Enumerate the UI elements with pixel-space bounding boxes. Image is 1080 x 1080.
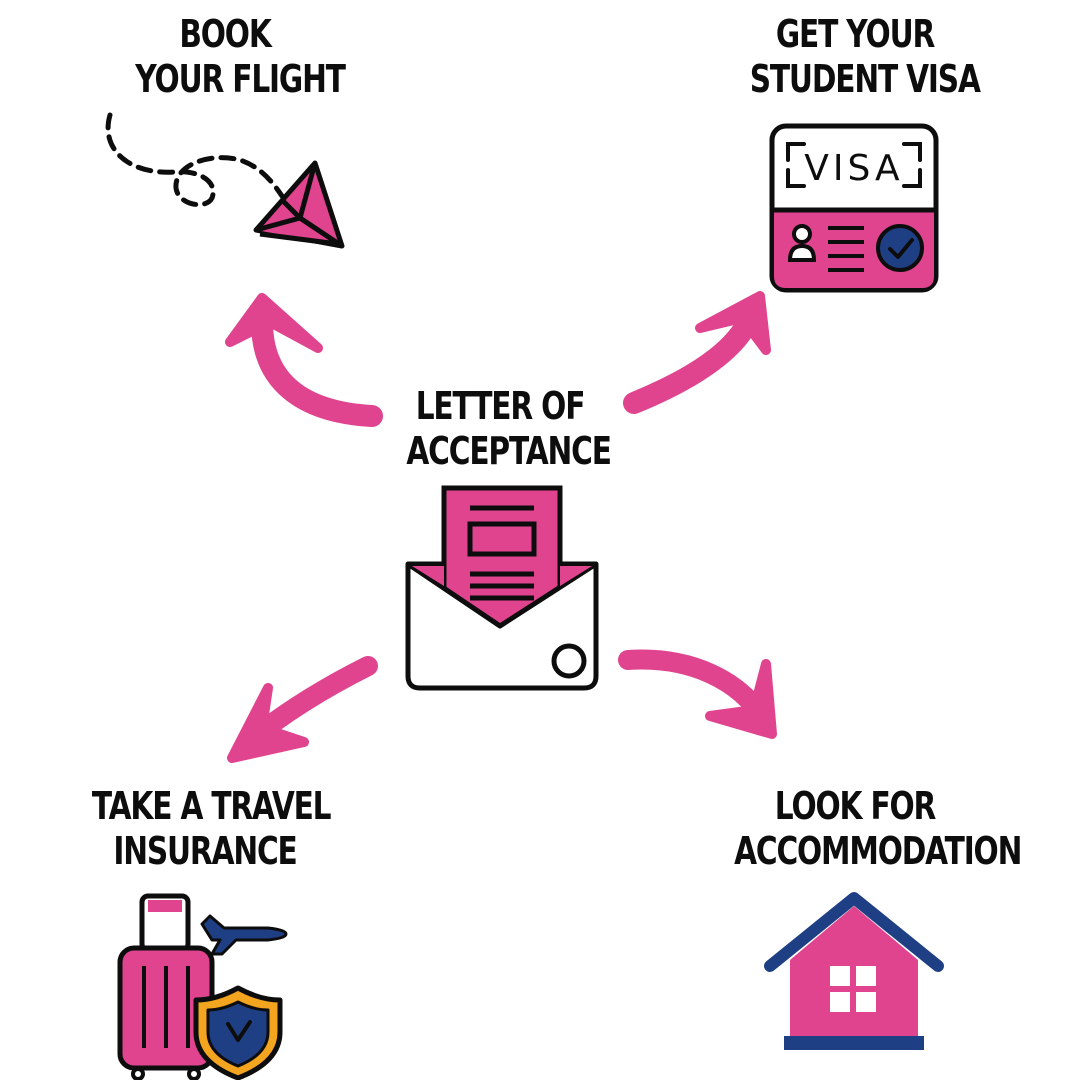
house-icon (764, 892, 944, 1050)
step-label-insurance-line2: INSURANCE (113, 829, 297, 873)
step-label-visa: GET YOUR STUDENT VISA (749, 12, 981, 102)
arrow-to-insurance (227, 656, 378, 763)
envelope-letter-icon (405, 485, 599, 691)
center-label: LETTER OF ACCEPTANCE (406, 384, 612, 474)
step-label-accommodation-line1: LOOK FOR (774, 784, 937, 828)
step-label-visa-line1: GET YOUR (775, 12, 935, 56)
arrow-to-accommodation (618, 649, 777, 739)
center-label-line1: LETTER OF (415, 384, 586, 428)
step-label-flight-line1: BOOK (179, 12, 271, 56)
luggage-shield-icon (117, 893, 288, 1080)
step-label-accommodation-line2: ACCOMMODATION (734, 829, 1022, 873)
visa-card-text: VISA (804, 148, 903, 189)
center-label-line2: ACCEPTANCE (406, 429, 612, 473)
step-label-insurance-line1: TAKE A TRAVEL (91, 784, 332, 828)
arrow-to-flight (225, 293, 383, 427)
visa-card-icon: VISA (769, 123, 939, 293)
step-label-flight-line2: YOUR FLIGHT (135, 57, 346, 101)
step-label-flight: BOOK YOUR FLIGHT (135, 12, 346, 102)
step-label-accommodation: LOOK FOR ACCOMMODATION (734, 784, 1022, 874)
arrow-to-visa (623, 291, 771, 414)
step-label-visa-line2: STUDENT VISA (749, 57, 981, 101)
step-label-insurance: TAKE A TRAVEL INSURANCE (91, 784, 332, 874)
paper-plane-icon (105, 112, 345, 249)
